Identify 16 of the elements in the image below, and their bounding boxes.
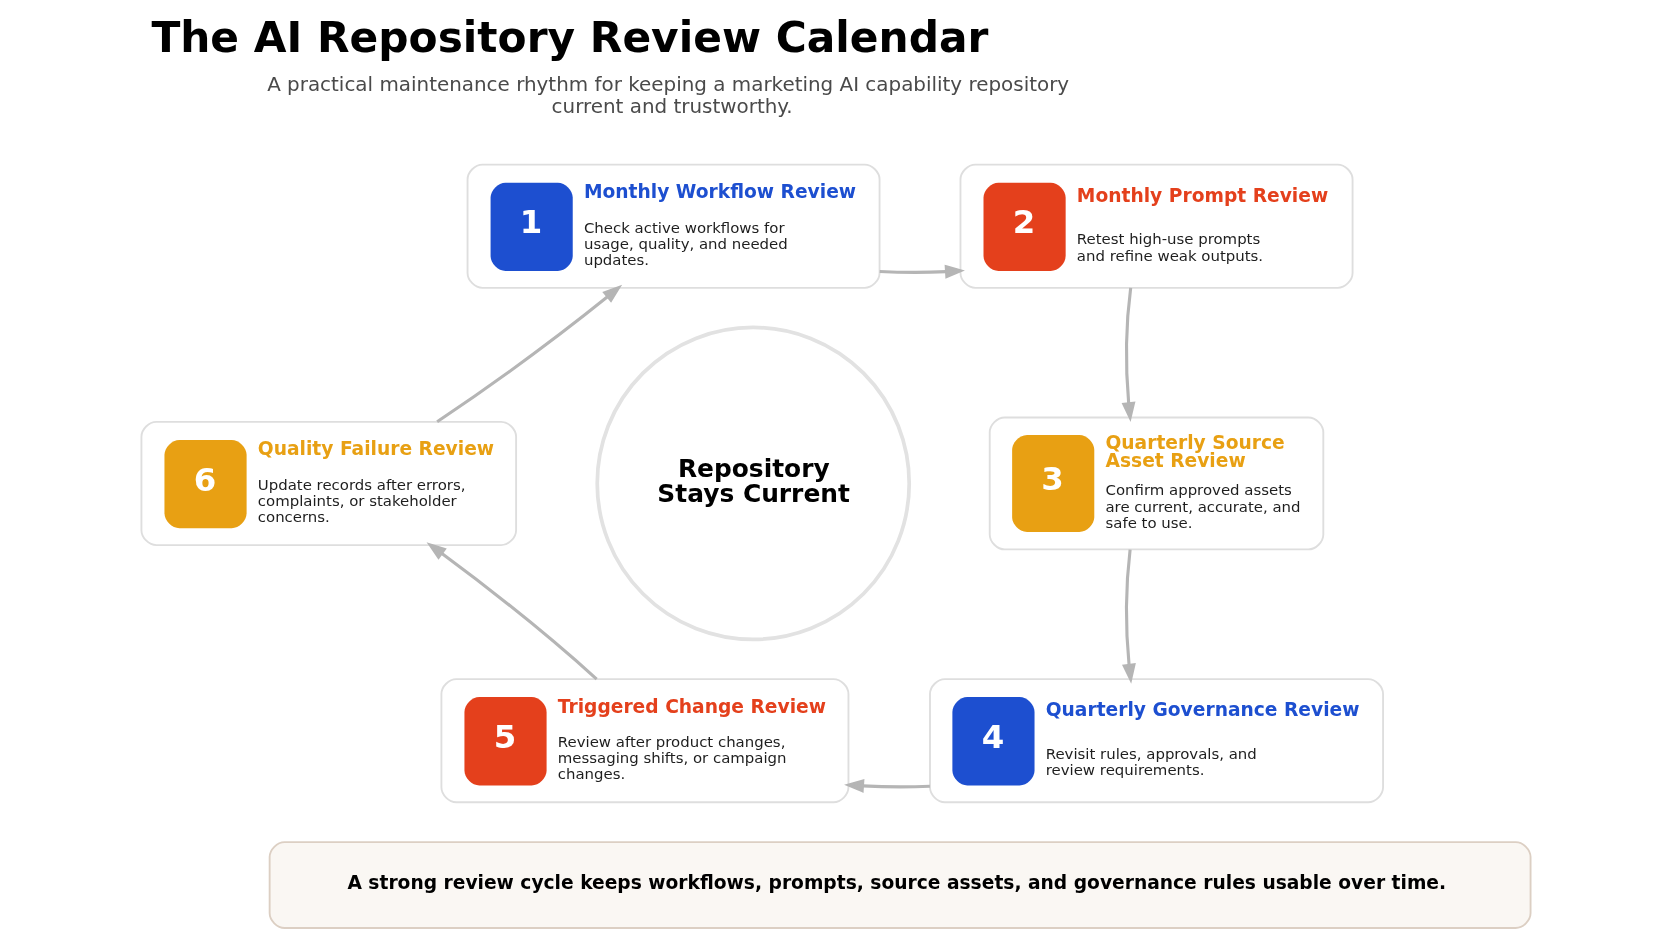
arrow [436, 284, 623, 423]
node-box: A strong review cycle keeps workflows, prompts, source assets, and governance rules usable over time. [268, 840, 1532, 929]
diagram-title: The AI Repository Review Calendar [151, 12, 989, 62]
node-circle: Repository Stays Current [595, 325, 912, 641]
node-box: 2 Monthly Prompt Review Retest high-use prompts and refine weak outputs. [959, 163, 1354, 289]
arrow [844, 778, 930, 793]
arrow [426, 541, 598, 680]
node-box: 6 Quality Failure Review Update records after errors, complaints, or stakeholder concerns. [140, 420, 518, 546]
arrow [1121, 287, 1136, 422]
arrow [1122, 548, 1136, 684]
node-box: 4 Quarterly Governance Review Revisit rules, approvals, and review requirements. [929, 677, 1384, 803]
label: A practical maintenance rhythm for keeping a marketing AI capability repository current and trustworthy. [267, 72, 1070, 118]
node-box: 1 Monthly Workflow Review Check active workflows for usage, quality, and needed updates. [466, 163, 881, 289]
node-box: 3 Quarterly Source Asset Review Confirm approved assets are current, accurate, and safe to use. [988, 416, 1325, 550]
node-box: 5 Triggered Change Review Review after product changes, messaging shifts, or campaign changes. [440, 677, 850, 803]
arrow [879, 264, 965, 279]
